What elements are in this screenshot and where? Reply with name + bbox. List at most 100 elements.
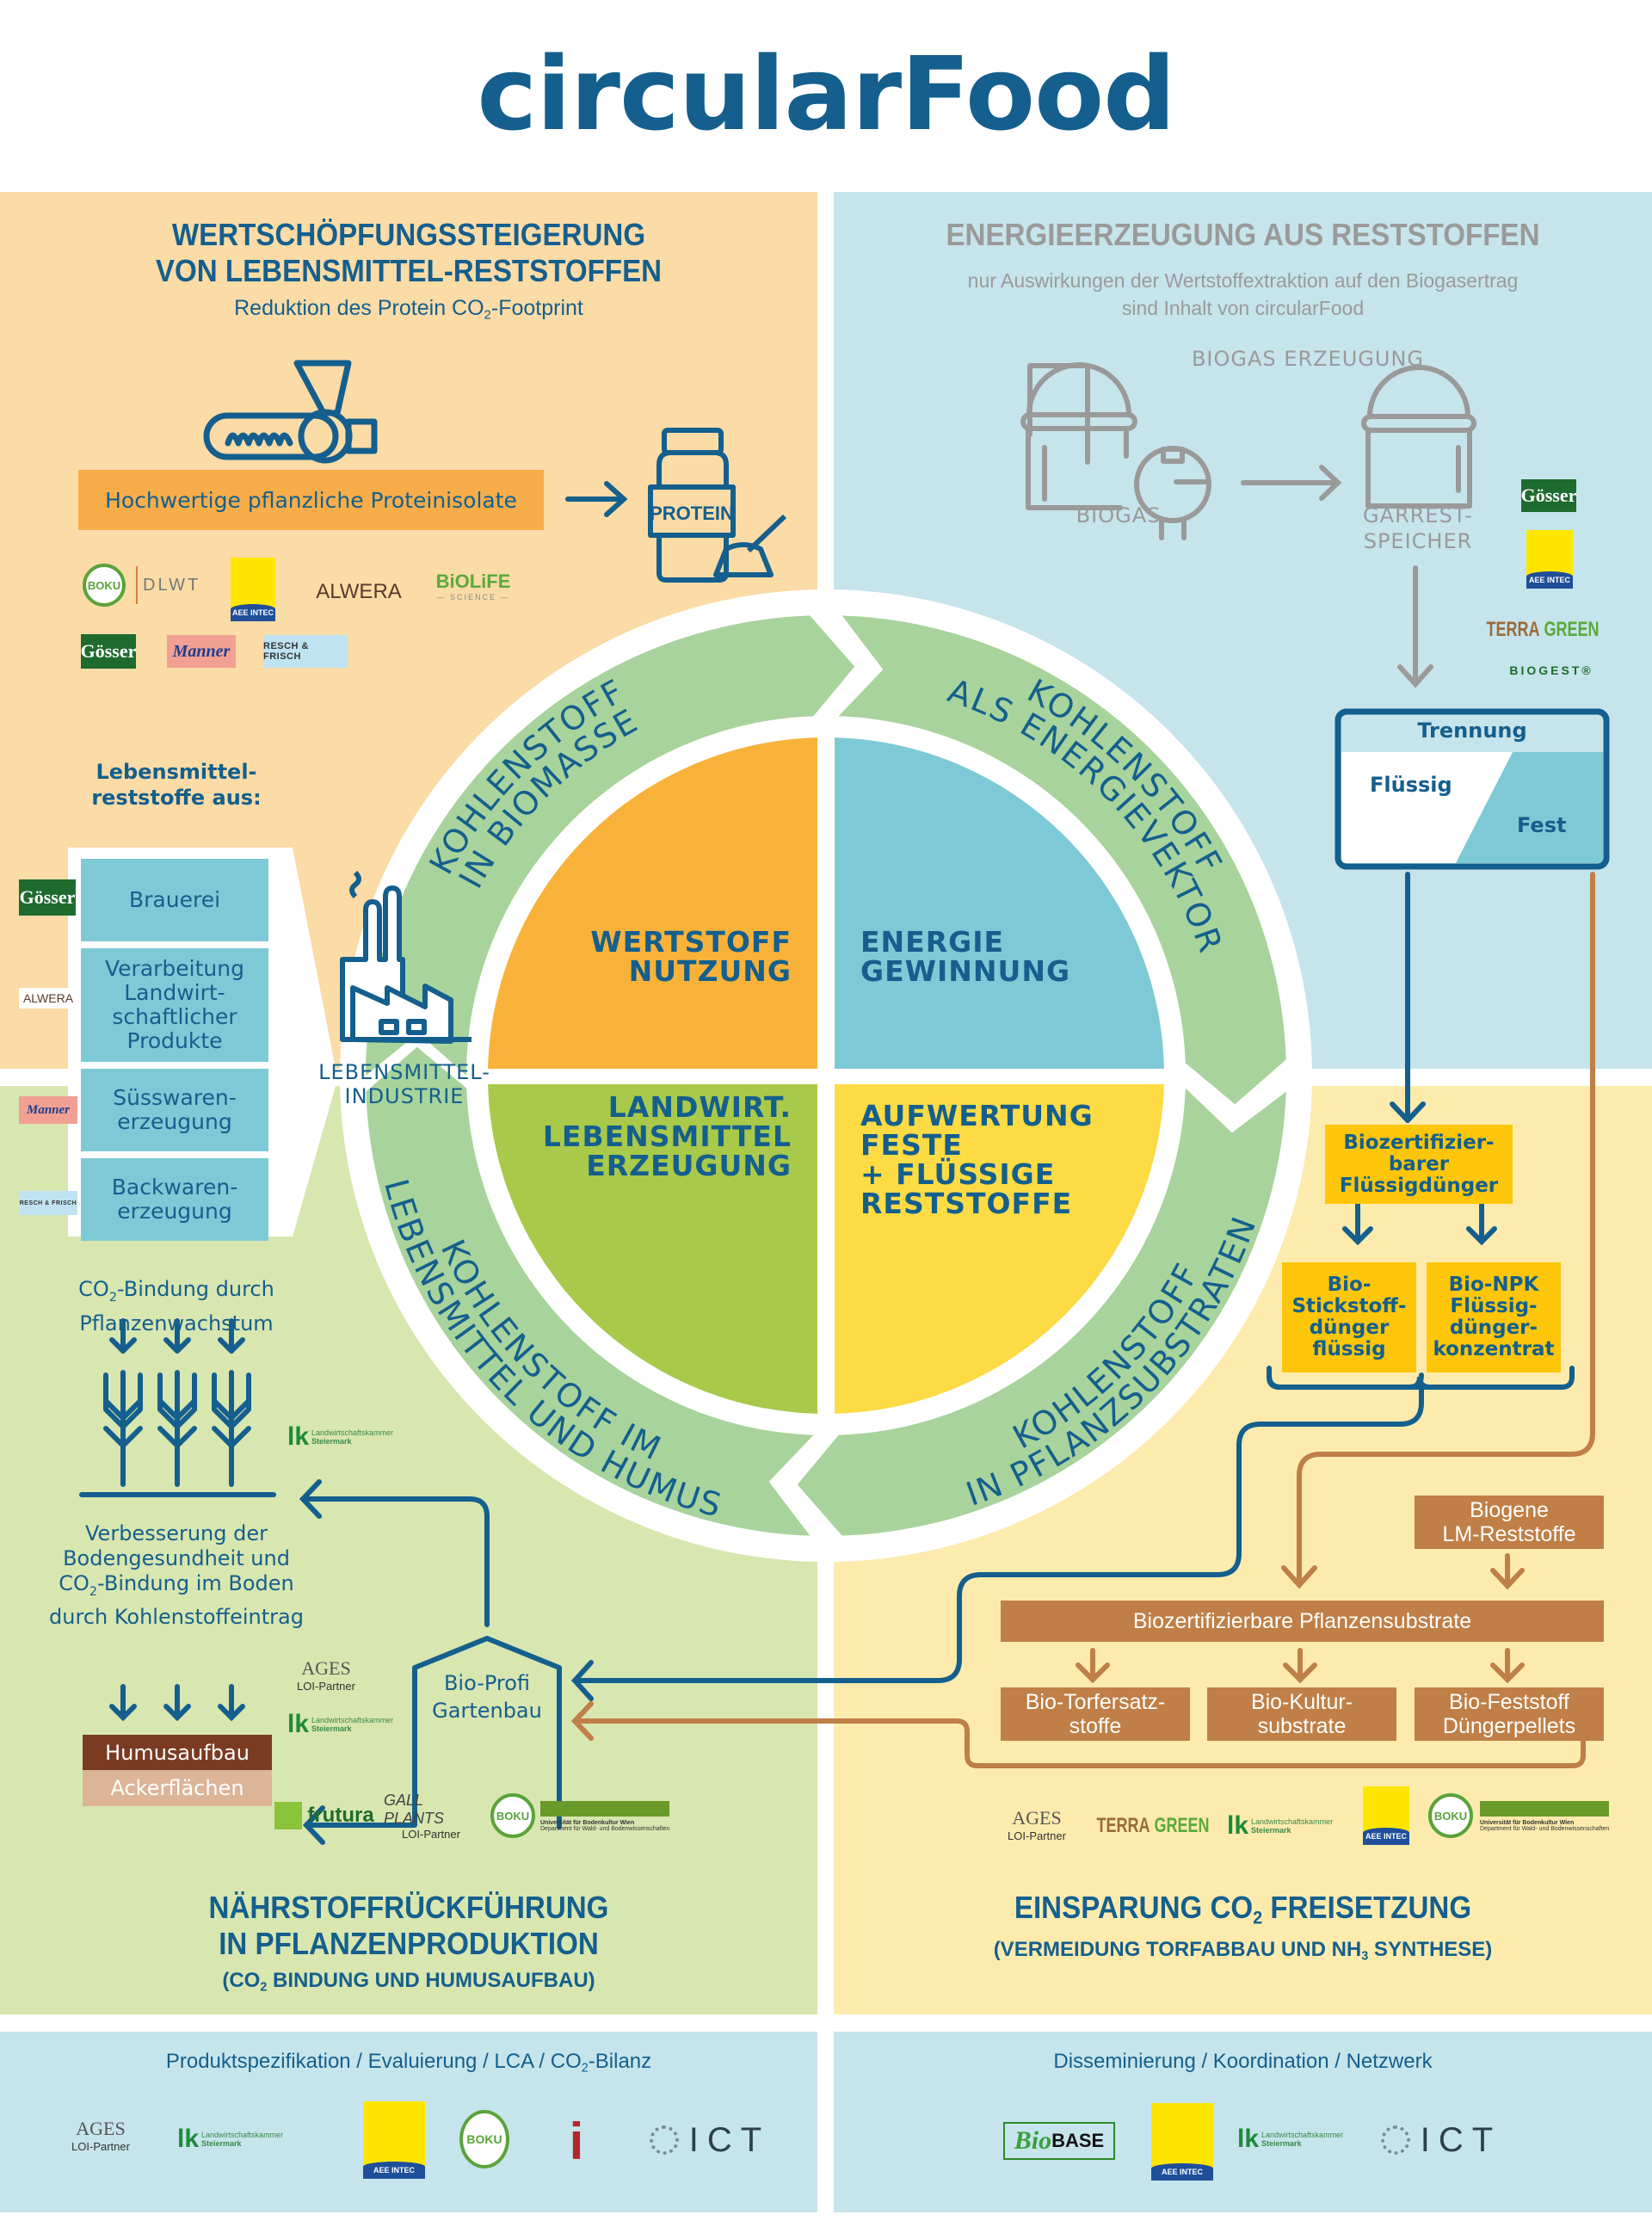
- logo-text: Department für Wald- und Bodenwissenscha…: [1480, 1826, 1610, 1832]
- text: sind Inhalt von circularFood: [1121, 297, 1365, 319]
- text: Landwirtschaftskammer: [1251, 1817, 1334, 1826]
- separation-solid: Fest: [1517, 813, 1567, 837]
- heading-line: WERTSCHÖPFUNGSSTEIGERUNG: [171, 217, 646, 252]
- text: LANDWIRT.: [607, 1090, 792, 1124]
- bracket-icon: [1267, 1366, 1575, 1390]
- garden-label: Bio-Profi Gartenbau: [415, 1669, 559, 1724]
- logo-terra-green: TERRA GREEN: [1096, 1807, 1209, 1845]
- text: Steiermark: [1251, 1826, 1291, 1835]
- logo-text: AGES: [1012, 1806, 1062, 1829]
- footer-left-title: Produktspezifikation / Evaluierung / LCA…: [0, 2048, 817, 2082]
- logo-i-partner: i: [551, 2105, 602, 2177]
- wheat-icon: [212, 1318, 251, 1487]
- arrow-left-icon: [302, 1805, 325, 1845]
- text: durch Kohlenstoffeintrag: [49, 1604, 304, 1629]
- text: schaftlicher: [112, 1004, 237, 1029]
- logo-text: LOI-Partner: [1008, 1829, 1066, 1842]
- text: CO: [59, 1571, 89, 1595]
- text: Düngerpellets: [1442, 1714, 1576, 1738]
- text: (CO: [222, 1969, 261, 1992]
- text: Reduktion des Protein CO: [234, 296, 484, 320]
- quadrant-tr: [826, 737, 1164, 1076]
- wheat-icon: [103, 1318, 143, 1487]
- biogas-digester-icon: [1020, 362, 1211, 540]
- wheat-icon: [157, 1318, 197, 1487]
- wheat-icons: [103, 1318, 251, 1487]
- digestate-storage-icon: [1361, 365, 1476, 509]
- humus-box: Humusaufbau: [83, 1735, 272, 1770]
- text: -Bilanz: [588, 2050, 652, 2073]
- logo-aee-intec: AEE INTEC: [1151, 2103, 1213, 2181]
- text: 3: [1361, 1949, 1369, 1964]
- logo-biolife: BiOLiFE— SCIENCE —: [435, 555, 512, 617]
- biogas-label: BIOGAS: [1076, 503, 1162, 527]
- protein-isolates-box: Hochwertige pflanzliche Proteinisolate: [78, 470, 544, 530]
- logo-boku: BOKU: [1428, 1793, 1473, 1838]
- logo-ict: ICT: [645, 2119, 774, 2162]
- source-confectionery: Süsswaren-erzeugung: [81, 1069, 268, 1151]
- logo-text: Universität für Bodenkultur Wien: [1480, 1820, 1575, 1826]
- subtitle-energy: nur Auswirkungen der Wertstoffextraktion…: [834, 267, 1652, 322]
- text: substrate: [1257, 1714, 1347, 1738]
- text: RESTSTOFFE: [860, 1187, 1073, 1220]
- footer-panel-dissemination: [834, 2032, 1652, 2212]
- arrow-left-icon: [570, 1701, 594, 1741]
- text: Bodengesundheit und: [63, 1546, 290, 1570]
- logo-boku: BOKU: [490, 1793, 535, 1838]
- source-brewery: Brauerei: [81, 859, 268, 941]
- logo-text: ICT: [1420, 2120, 1502, 2159]
- logo-gosser: Gösser: [1521, 479, 1576, 512]
- text: Bio-NPK: [1448, 1274, 1539, 1296]
- greenhouse-icon: [400, 1636, 562, 1829]
- quadrant-bl: [488, 1076, 826, 1414]
- source-bakery: Backwaren-erzeugung: [81, 1158, 268, 1241]
- text: Produktspezifikation / Evaluierung / LCA…: [165, 2050, 582, 2073]
- text: GEWINNUNG: [860, 954, 1071, 988]
- logo-text: lk: [177, 2125, 200, 2153]
- text: FREISETZUNG: [1262, 1890, 1472, 1925]
- ring-arrow-energy: [838, 615, 1286, 1105]
- logo-text: Bio: [1014, 2126, 1052, 2155]
- text: Bio-Kultur-: [1250, 1690, 1353, 1714]
- logo-bar: [540, 1801, 669, 1817]
- quadrant-gap-horizontal: [473, 1069, 1179, 1084]
- text: Landwirtschaftskammer: [311, 1716, 394, 1724]
- logo-aee-intec: AEE INTEC: [1526, 530, 1573, 589]
- arrow-left-icon: [299, 1479, 322, 1519]
- logo-text: AGES: [76, 2117, 126, 2139]
- text: Landwirtschaftskammer: [1261, 2131, 1344, 2139]
- arrow-down-icon: [1076, 1553, 1525, 1684]
- text: EINSPARUNG CO: [1014, 1890, 1254, 1925]
- text: Bio-Torfersatz-: [1025, 1690, 1166, 1714]
- logo-text: ICT: [688, 2120, 771, 2159]
- text: Steiermark: [311, 1437, 352, 1446]
- text: WERTSTOFF: [590, 925, 792, 959]
- text: Produkte: [126, 1028, 223, 1053]
- logo-text: TERRA: [1096, 1814, 1150, 1837]
- culture-substrates-box: Bio-Kultur-substrate: [1207, 1687, 1396, 1741]
- logo-text: frutura: [307, 1804, 374, 1827]
- text: konzentrat: [1433, 1338, 1555, 1360]
- text: -Footprint: [490, 296, 583, 320]
- text: Flüssig-: [1450, 1295, 1538, 1317]
- text: Flüssigdünger: [1339, 1174, 1499, 1197]
- text: dünger: [1309, 1317, 1390, 1339]
- text: Steiermark: [201, 2139, 242, 2148]
- text: Verbesserung der: [85, 1521, 268, 1545]
- text: Bio-Feststoff: [1449, 1690, 1569, 1714]
- arrow-left-icon: [570, 1660, 594, 1701]
- logo-text: lk: [287, 1710, 310, 1738]
- ring-arrow-substrates: [797, 1088, 1286, 1536]
